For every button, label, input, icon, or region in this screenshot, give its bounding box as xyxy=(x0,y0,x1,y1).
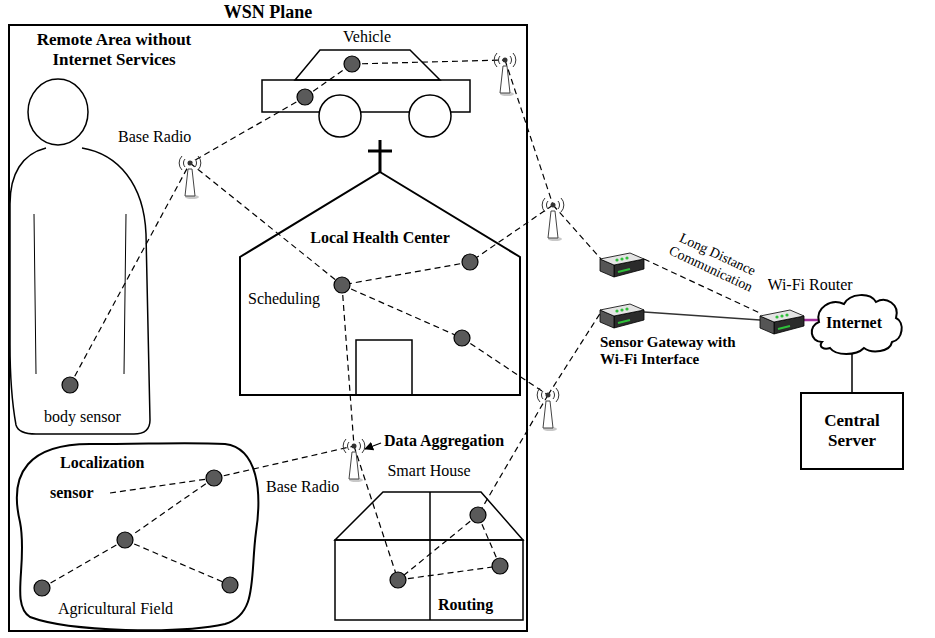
gateway-icon xyxy=(600,253,644,277)
device-label: Sensor Gateway with Wi-Fi Interface xyxy=(600,334,752,369)
wireless-link xyxy=(342,285,462,338)
sensor-gateway: Sensor Gateway with Wi-Fi Interface xyxy=(592,300,752,376)
sensor-dot xyxy=(344,56,360,72)
house-roof xyxy=(335,492,523,540)
wireless-link xyxy=(505,60,553,205)
sensor-dot xyxy=(492,558,508,574)
room-divider xyxy=(429,492,431,620)
vehicle-wheel xyxy=(409,95,451,137)
wireless-links xyxy=(42,60,762,588)
link-label: Long Distance Communication xyxy=(656,223,772,301)
wireless-link xyxy=(342,262,470,285)
sensor-dots xyxy=(34,56,508,596)
leader-arrow xyxy=(365,443,381,449)
area-note: Remote Area without Internet Services xyxy=(14,30,214,69)
arm-line xyxy=(34,214,126,374)
vehicle: Vehicle xyxy=(262,28,472,140)
sensor-dot xyxy=(206,470,222,486)
vehicle-label: Vehicle xyxy=(343,28,391,46)
building-label: Smart House xyxy=(387,462,470,480)
building-outline xyxy=(240,172,520,395)
function-label: Scheduling xyxy=(248,290,320,308)
function-label: Localization xyxy=(60,454,144,472)
server-label: Central Server xyxy=(800,411,904,450)
sensor-label: body sensor xyxy=(44,408,121,426)
body-outline xyxy=(10,148,150,434)
cloud-label: Internet xyxy=(826,314,882,332)
field-label: Agricultural Field xyxy=(58,600,173,618)
wireless-link xyxy=(342,285,354,446)
health-center: Local Health CenterScheduling xyxy=(240,172,520,395)
field-outline xyxy=(17,443,258,630)
base-radio xyxy=(343,439,365,482)
sensor-dot xyxy=(390,572,406,588)
gateway-icon xyxy=(600,304,644,328)
wireless-link xyxy=(125,478,214,540)
network-link xyxy=(804,319,818,322)
wireless-link xyxy=(70,163,190,385)
base-radio xyxy=(542,198,564,241)
wsn-plane-frame: WSN PlaneRemote Area without Internet Se… xyxy=(8,24,528,632)
wireless-link xyxy=(214,446,354,478)
wireless-link xyxy=(478,395,548,515)
cross-bar xyxy=(379,140,382,172)
door xyxy=(356,340,412,395)
sensor-label: sensor xyxy=(50,484,94,502)
sensor-dot xyxy=(117,532,133,548)
plane-title: WSN Plane xyxy=(224,2,313,23)
network-link xyxy=(851,352,853,392)
device-label: Wi-Fi Router xyxy=(767,276,852,294)
health-center-shape xyxy=(240,172,520,395)
process-label: Data Aggregation xyxy=(384,432,504,450)
body-figure xyxy=(10,148,150,434)
health-cross xyxy=(368,140,392,172)
base-radio xyxy=(537,388,559,431)
wireless-link xyxy=(462,338,548,395)
agricultural-field: Localization sensorAgricultural Field xyxy=(8,442,264,632)
base-radio xyxy=(179,156,201,199)
sensor-dot xyxy=(297,89,313,105)
sensor-dot xyxy=(222,577,238,593)
smart-house: Smart HouseRouting xyxy=(335,462,523,622)
wireless-link xyxy=(553,205,601,259)
sensor-dot xyxy=(34,580,50,596)
cloud-outline xyxy=(812,295,902,354)
cross-bar xyxy=(368,150,392,153)
vehicle-wheel xyxy=(319,95,361,137)
wireless-link xyxy=(398,566,500,580)
sensor-dot xyxy=(462,254,478,270)
wireless-link xyxy=(190,163,342,285)
sensor-dot xyxy=(62,377,78,393)
house-walls xyxy=(335,540,523,620)
head-outline xyxy=(28,79,88,145)
radio-label: Base Radio xyxy=(266,478,339,496)
sensor-dot xyxy=(454,330,470,346)
wireless-link xyxy=(42,540,125,588)
base-radio xyxy=(494,53,516,96)
wireless-link xyxy=(125,540,230,585)
server-box: Central Server xyxy=(800,392,904,470)
radio-label: Base Radio xyxy=(118,128,191,146)
network-link xyxy=(644,312,760,320)
building-label: Local Health Center xyxy=(307,228,453,248)
wireless-link xyxy=(110,478,214,493)
wireless-link xyxy=(190,97,305,163)
wireless-link xyxy=(398,515,478,580)
wireless-link xyxy=(548,312,601,395)
wireless-link xyxy=(352,60,505,64)
smart-house-shape xyxy=(335,462,523,622)
vehicle-cab xyxy=(295,50,440,80)
router-icon xyxy=(760,310,804,334)
sensor-dot xyxy=(470,507,486,523)
internet-cloud: Internet xyxy=(806,290,902,356)
sensor-dot xyxy=(334,277,350,293)
function-label: Routing xyxy=(438,596,493,614)
